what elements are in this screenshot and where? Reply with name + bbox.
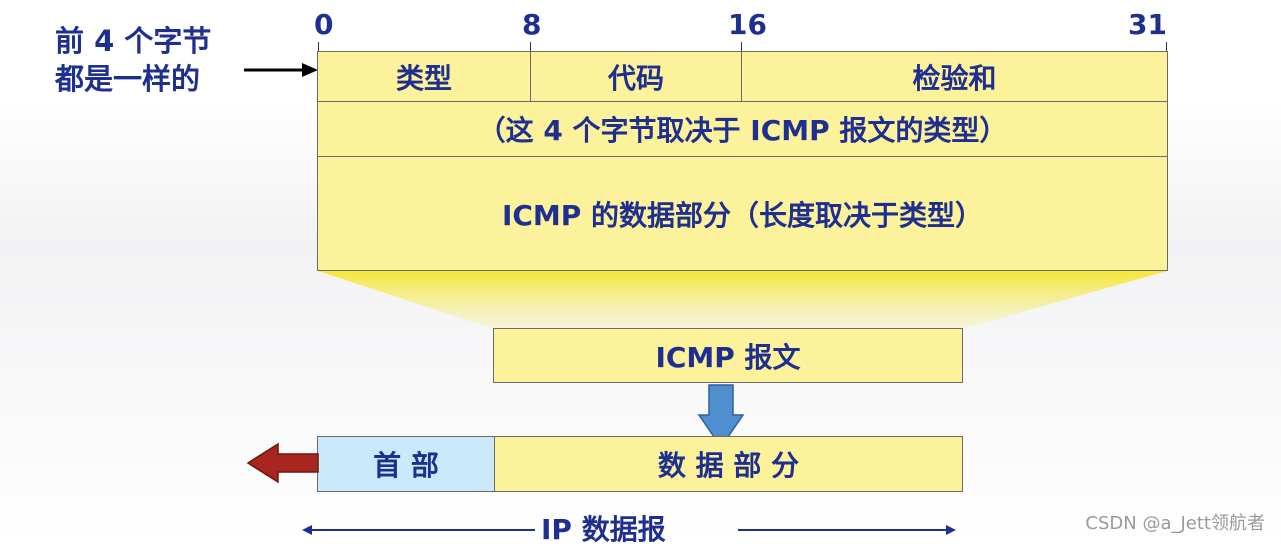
ip-header-box: 首 部 [317, 436, 495, 492]
ip-datagram-label: IP 数据报 [541, 513, 666, 546]
bit-16-label: 16 [728, 8, 767, 41]
watermark: CSDN @a_Jett领航者 [1085, 513, 1265, 534]
left-arrow-icon [246, 442, 319, 484]
first-four-bytes-note: 前 4 个字节 都是一样的 [55, 22, 211, 98]
down-arrow-icon [697, 384, 745, 449]
bit-31-label: 31 [1128, 8, 1167, 41]
note-line-1: 前 4 个字节 [55, 24, 212, 58]
bit-8-tick [530, 42, 531, 52]
icmp-message-box: ICMP 报文 [493, 328, 963, 383]
ip-datagram-span [302, 525, 956, 535]
checksum-field: 检验和 [741, 51, 1168, 102]
bit-16-tick [741, 42, 742, 52]
bit-0-label: 0 [314, 8, 334, 41]
bit-31-tick [1166, 42, 1167, 52]
note-pointer-arrow [244, 63, 318, 77]
code-field: 代码 [530, 51, 742, 102]
icmp-data-field: ICMP 的数据部分（长度取决于类型） [317, 156, 1168, 271]
bit-0-tick [318, 42, 319, 52]
rest-of-header-field: （这 4 个字节取决于 ICMP 报文的类型） [317, 101, 1168, 157]
bit-8-label: 8 [522, 8, 542, 41]
note-line-2: 都是一样的 [55, 62, 201, 96]
ip-data-box: 数 据 部 分 [494, 436, 963, 492]
type-field: 类型 [317, 51, 531, 102]
